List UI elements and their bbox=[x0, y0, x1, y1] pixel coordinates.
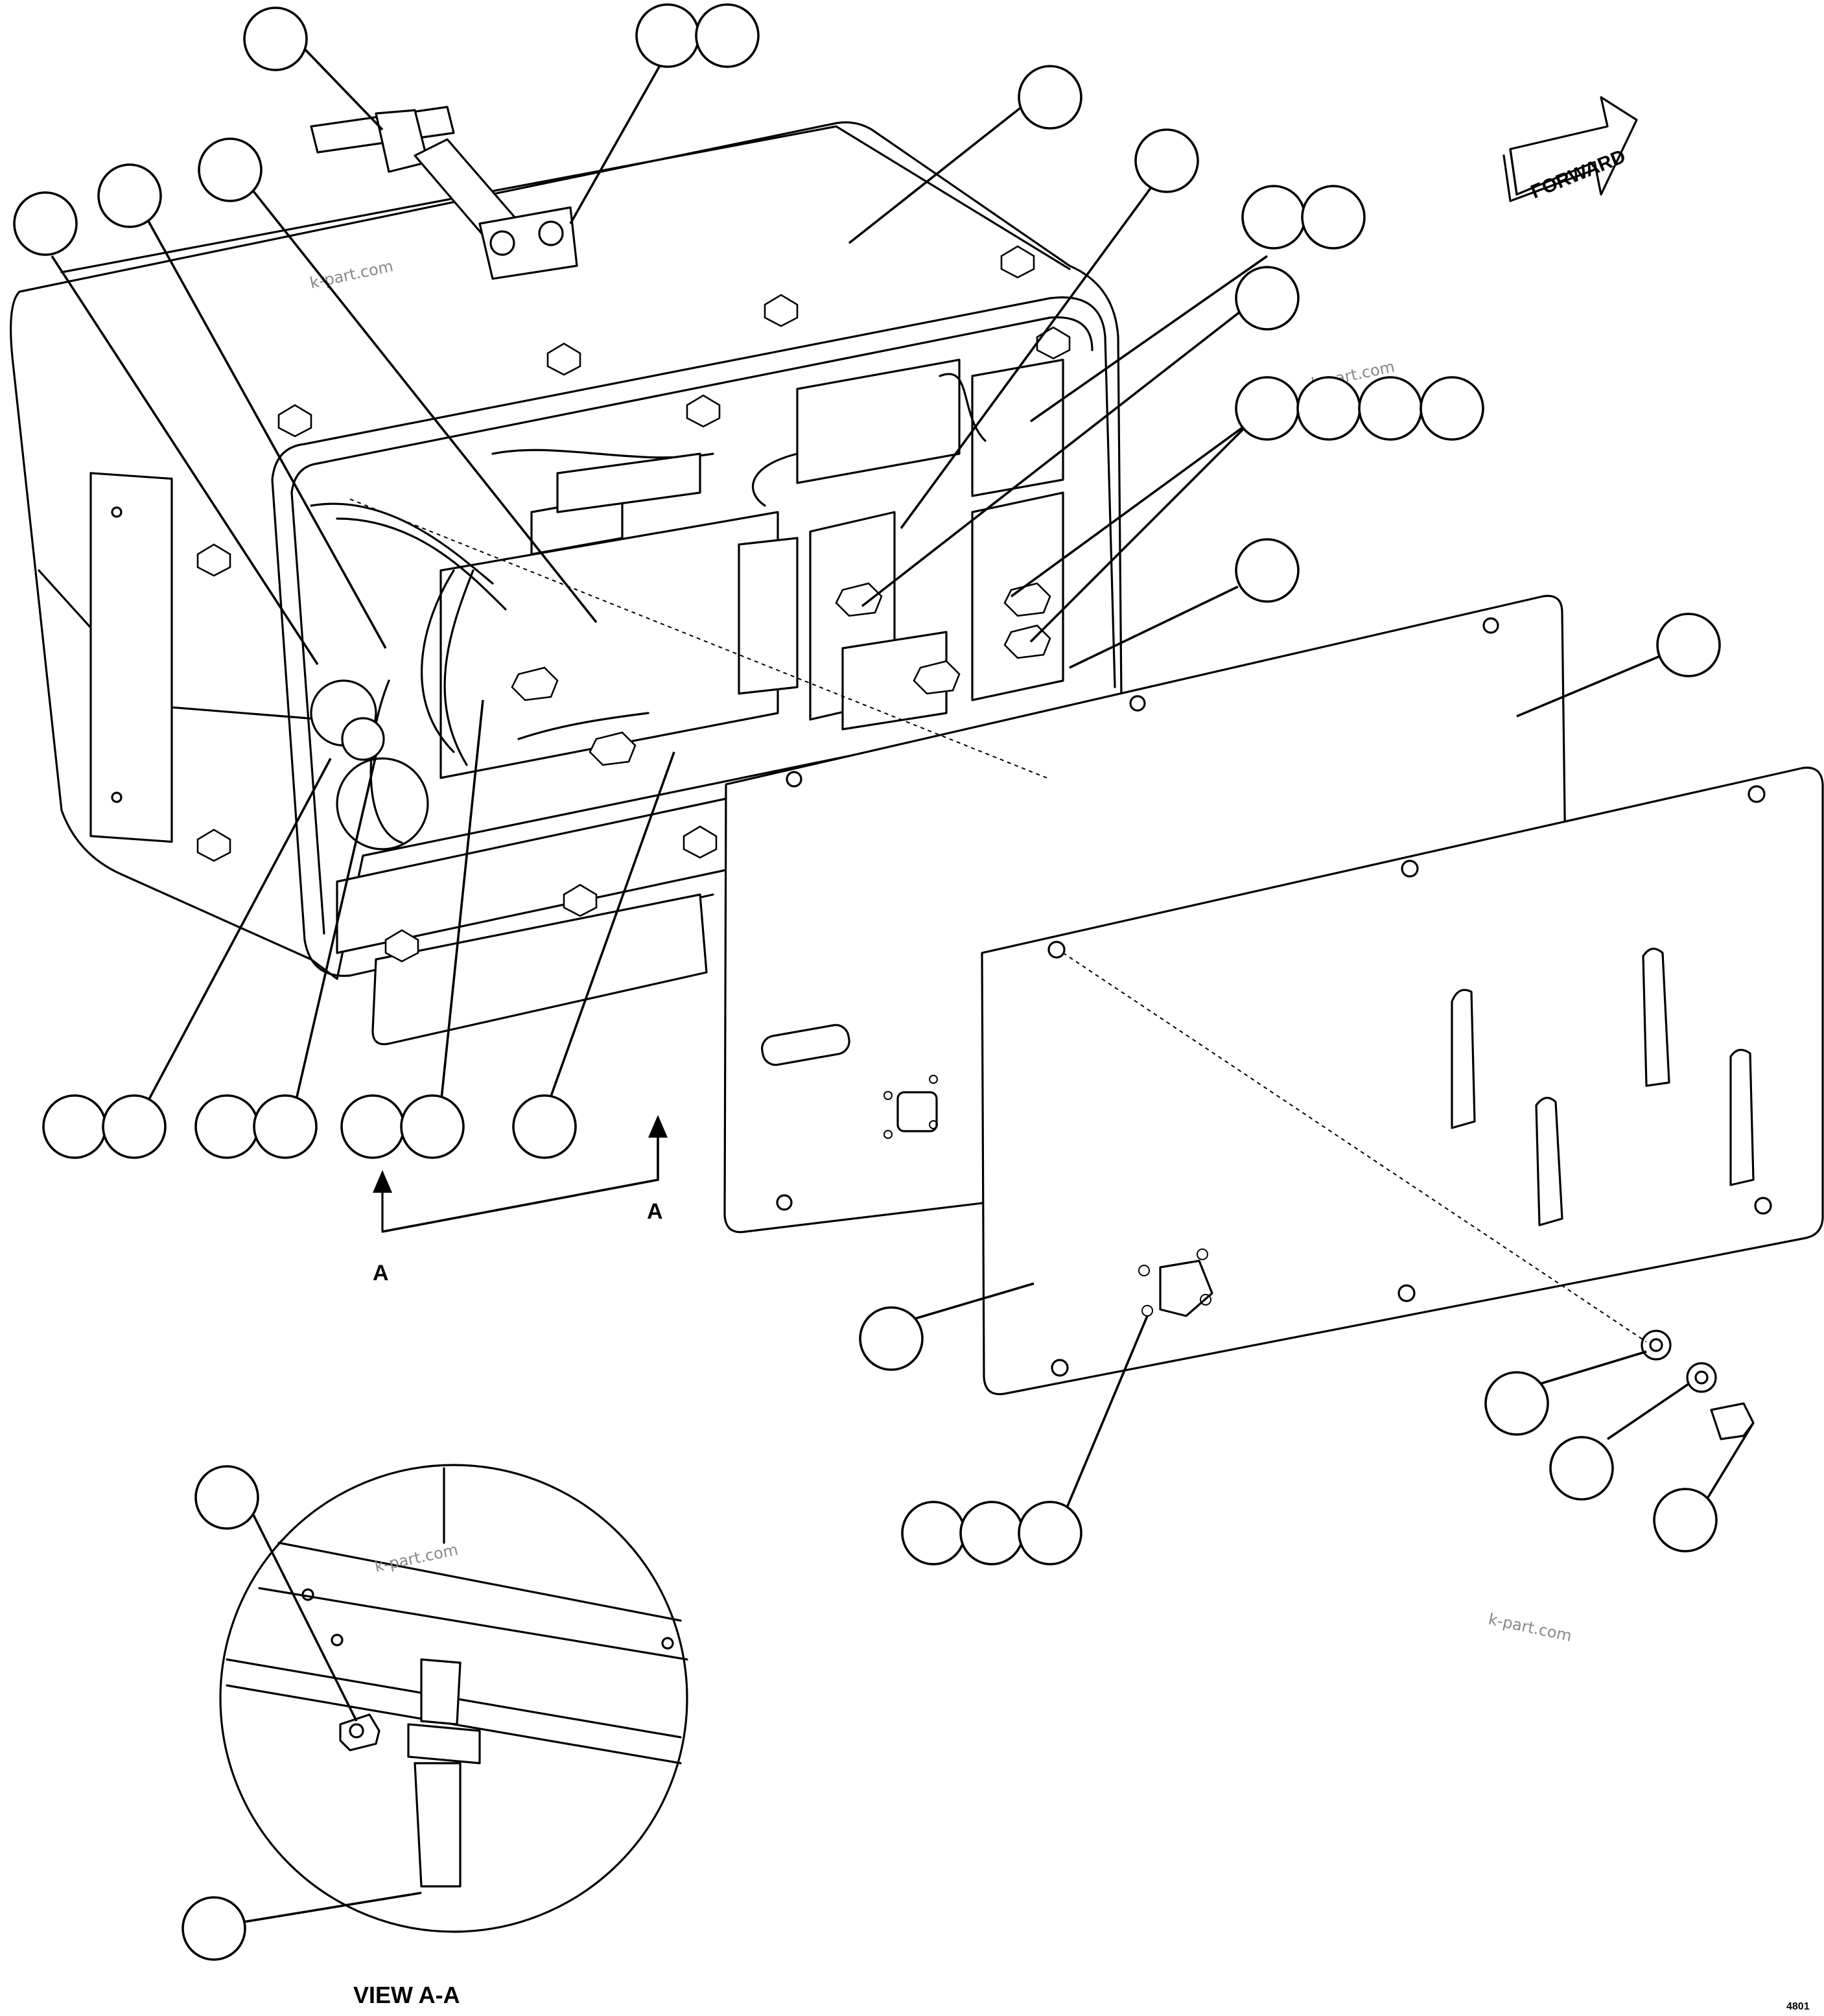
hardware-washer-lockwasher-screw bbox=[1641, 1330, 1755, 1440]
callout-balloon bbox=[635, 3, 700, 68]
callout-balloon bbox=[1241, 185, 1306, 250]
assembly-centerline bbox=[349, 498, 1647, 1342]
plate-connector bbox=[1138, 1248, 1213, 1317]
callout-balloon bbox=[400, 1094, 465, 1159]
callout-balloon bbox=[695, 3, 760, 68]
callout-balloons bbox=[13, 3, 1721, 1961]
drawing-number: 4801 bbox=[1786, 2001, 1810, 2012]
callout-balloon bbox=[253, 1094, 318, 1159]
section-marker-right: A bbox=[647, 1199, 663, 1224]
callout-balloon bbox=[1656, 613, 1721, 677]
section-marker-left: A bbox=[373, 1261, 389, 1285]
callout-balloon bbox=[102, 1094, 167, 1159]
callout-balloon bbox=[1484, 1371, 1549, 1436]
callout-balloon bbox=[1018, 65, 1082, 130]
callout-balloon bbox=[181, 1896, 246, 1961]
callout-balloon bbox=[194, 1094, 259, 1159]
callout-balloon bbox=[194, 1465, 259, 1530]
outer-cover-plate bbox=[981, 766, 1824, 1396]
callout-balloon bbox=[198, 137, 263, 202]
callout-balloon bbox=[1653, 1488, 1718, 1553]
watermark: k-part.com bbox=[1487, 1610, 1574, 1645]
callout-balloon bbox=[1235, 266, 1300, 331]
callout-balloon bbox=[1549, 1436, 1614, 1501]
callout-balloon bbox=[1235, 538, 1300, 603]
callout-balloon bbox=[1296, 376, 1361, 441]
callout-balloon bbox=[1358, 376, 1423, 441]
callout-balloon bbox=[1420, 376, 1484, 441]
callout-balloon bbox=[1018, 1501, 1082, 1565]
callout-balloon bbox=[1235, 376, 1300, 441]
callout-balloon bbox=[901, 1501, 966, 1565]
callout-balloon bbox=[512, 1094, 577, 1159]
callout-balloon bbox=[13, 191, 78, 256]
controller-box bbox=[10, 106, 1123, 1046]
callout-balloon bbox=[1301, 185, 1366, 250]
callout-balloon bbox=[1134, 128, 1199, 193]
callout-balloon bbox=[959, 1501, 1024, 1565]
callout-balloon bbox=[97, 163, 162, 228]
callout-balloon bbox=[859, 1306, 924, 1371]
callout-balloon bbox=[42, 1094, 107, 1159]
leader-lines bbox=[51, 38, 1755, 1923]
view-aa-detail: VIEW A-A bbox=[219, 1464, 688, 2008]
forward-arrow: FORWARD bbox=[1502, 96, 1638, 203]
section-indicator: A A bbox=[373, 1115, 668, 1285]
callout-balloon bbox=[340, 1094, 405, 1159]
callout-balloon bbox=[243, 6, 308, 71]
view-title: VIEW A-A bbox=[353, 1982, 460, 2008]
lid-bolts bbox=[196, 245, 1071, 963]
